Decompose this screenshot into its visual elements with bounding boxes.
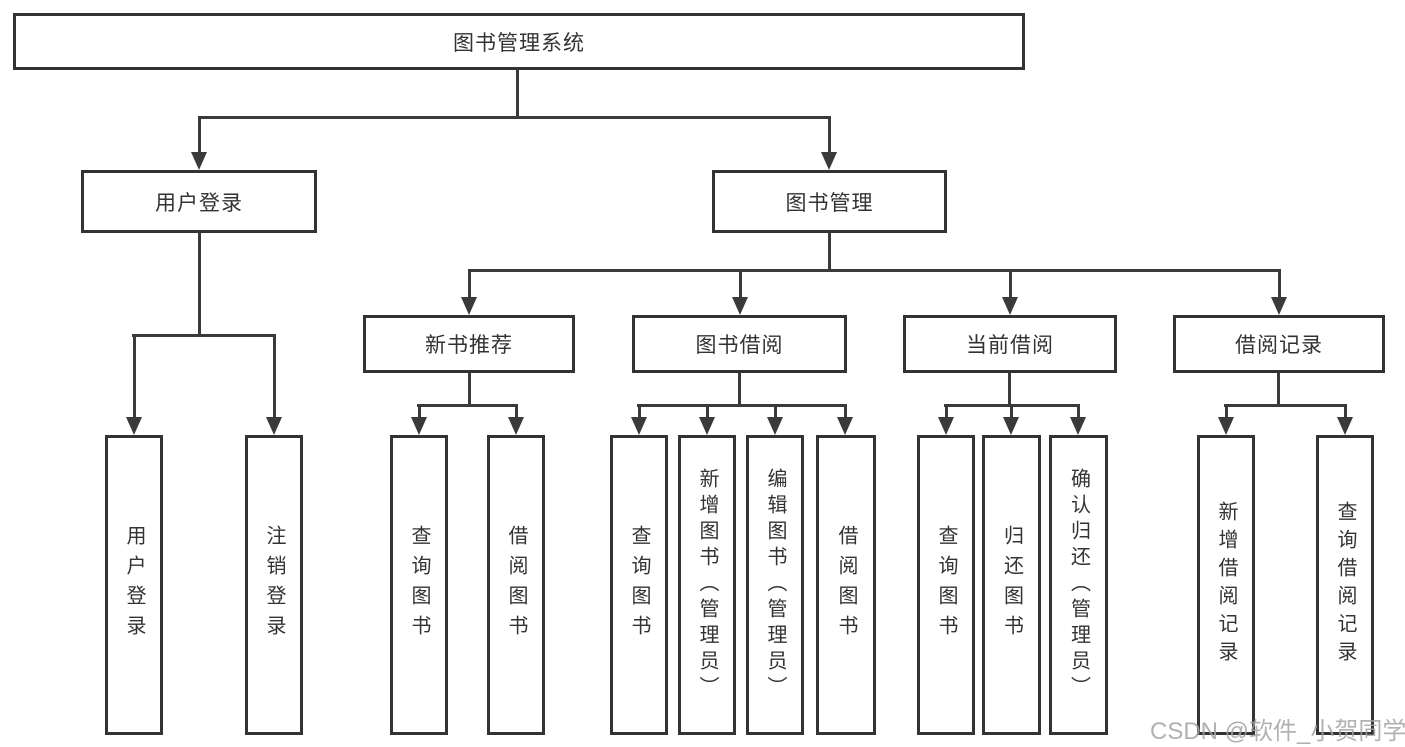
node-label: 借阅图书 [505,525,527,645]
node-logout: 注销登录 [245,435,303,735]
connector-borrow-records-rail [1224,404,1347,407]
node-label: 图书管理 [785,191,874,215]
connector-arrow-borrow-book-2 [837,405,854,435]
connector-arrow-query-book-3 [938,405,955,435]
node-user-login: 用户登录 [81,170,317,233]
node-label: 借阅图书 [835,525,857,645]
node-edit-book-admin: 编辑图书（管理员） [746,435,804,735]
node-label: 用户登录 [155,191,243,215]
connector-new-book-rail [417,404,518,407]
connector-book-borrow-stem [738,373,741,407]
node-add-borrow-record: 新增借阅记录 [1197,435,1255,735]
connector-current-borrow-stem [1008,373,1011,407]
csdn-watermark: CSDN @软件_小贺同学 [1150,718,1405,745]
node-label: 当前借阅 [966,334,1054,357]
connector-arrow-borrow-records [1271,270,1288,315]
node-label: 图书借阅 [695,334,784,357]
connector-arrow-logout [266,335,283,435]
node-label: 图书管理系统 [453,31,585,55]
node-label: 新增图书（管理员） [696,468,718,702]
node-book-borrow: 图书借阅 [632,315,847,373]
connector-arrow-new-book-recommend [461,270,478,315]
connector-book-management-stem [828,233,831,272]
node-label: 归还图书 [1000,525,1023,645]
node-new-book-recommend: 新书推荐 [363,315,575,373]
connector-arrow-query-book-1 [411,405,428,435]
connector-arrow-edit-book [767,405,784,435]
connector-user-login-rail [132,334,276,337]
connector-arrow-login [126,335,143,435]
connector-arrow-confirm-return [1070,405,1087,435]
node-login: 用户登录 [105,435,163,735]
node-label: 查询借阅记录 [1334,501,1356,669]
node-label: 查询图书 [935,525,957,645]
node-label: 借阅记录 [1235,334,1323,357]
node-query-book-2: 查询图书 [610,435,668,735]
connector-arrow-book-borrow [732,270,749,315]
node-label: 编辑图书（管理员） [764,468,786,702]
node-label: 注销登录 [263,525,285,645]
node-add-book-admin: 新增图书（管理员） [678,435,736,735]
node-borrow-book-1: 借阅图书 [487,435,545,735]
node-query-borrow-record: 查询借阅记录 [1316,435,1374,735]
node-borrow-book-2: 借阅图书 [816,435,876,735]
connector-arrow-add-borrow-record [1218,405,1235,435]
node-library-management-system: 图书管理系统 [13,13,1025,70]
node-label: 查询图书 [408,525,430,645]
node-label: 用户登录 [123,525,145,645]
node-confirm-return-admin: 确认归还（管理员） [1049,435,1108,735]
node-label: 确认归还（管理员） [1067,468,1090,702]
connector-borrow-records-stem [1277,373,1280,407]
node-borrow-records: 借阅记录 [1173,315,1385,373]
connector-book-borrow-rail [637,404,847,407]
node-query-book-3: 查询图书 [917,435,975,735]
connector-user-login-stem [198,233,201,337]
connector-arrow-current-borrow [1002,270,1019,315]
connector-level3-rail [468,269,1281,272]
connector-root-stem [516,70,519,119]
node-current-borrow: 当前借阅 [903,315,1117,373]
connector-arrow-return-book [1003,405,1020,435]
node-return-book: 归还图书 [982,435,1041,735]
connector-arrow-query-book-2 [631,405,648,435]
node-label: 查询图书 [628,525,650,645]
node-label: 新增借阅记录 [1215,501,1237,669]
connector-level2-rail [198,116,831,119]
connector-arrow-query-borrow-record [1337,405,1354,435]
node-book-management: 图书管理 [712,170,947,233]
connector-arrow-add-book [699,405,716,435]
node-label: 新书推荐 [425,334,513,357]
connector-arrow-user-login [191,117,208,170]
connector-arrow-book-management [821,117,838,170]
connector-arrow-borrow-book-1 [508,405,525,435]
connector-new-book-stem [468,373,471,407]
node-query-book-1: 查询图书 [390,435,448,735]
